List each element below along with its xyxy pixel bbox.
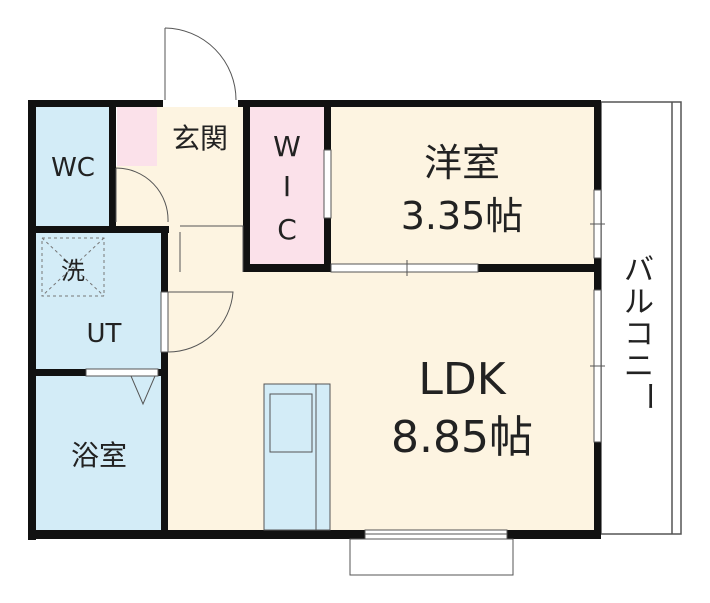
wall-top-left <box>28 100 163 107</box>
wall-wic-right <box>324 100 331 150</box>
ldk-fill-upper <box>167 226 243 272</box>
genkan-floor-fill <box>157 106 243 166</box>
label-balcony-3: コ <box>624 317 654 352</box>
label-yoshitsu-size: 3.35帖 <box>401 194 524 238</box>
label-balcony-4: ニ <box>624 349 654 384</box>
windows <box>330 189 605 540</box>
wall-ut-bath-left <box>28 369 86 376</box>
window-yoshitsu-bottom <box>330 263 479 273</box>
ut-door-swing <box>167 291 234 353</box>
washer-diag-b <box>41 237 105 297</box>
label-balcony-5: ー <box>631 381 666 411</box>
label-balcony-2: ル <box>624 285 654 320</box>
wall-ut-right-top <box>161 226 168 292</box>
wall-wc-right <box>109 100 116 233</box>
wall-wic-bottom <box>243 264 331 272</box>
bottom-bay <box>349 538 514 576</box>
wall-bottom-right <box>507 530 601 539</box>
label-yokushitsu: 浴室 <box>71 439 127 472</box>
ut-door-gap <box>160 291 169 353</box>
wall-wic-right-low <box>324 218 331 272</box>
wall-ut-bath-right <box>158 369 168 376</box>
wall-wic-left <box>243 100 250 272</box>
label-genkan: 玄関 <box>172 122 228 155</box>
label-ldk-name: LDK <box>418 354 506 405</box>
label-wic-c: C <box>277 213 297 246</box>
bath-door-fold <box>130 375 156 406</box>
label-wic-w: W <box>273 130 301 163</box>
wall-ut-right-bottom <box>161 352 168 536</box>
entrance-gap <box>163 100 238 107</box>
wic-fill <box>250 106 324 264</box>
wall-left <box>28 100 36 540</box>
wall-bottom-left <box>28 530 365 539</box>
doors <box>85 27 332 406</box>
ut-fill <box>36 233 162 370</box>
label-balcony: バ ル コ ニ ー <box>624 253 666 411</box>
wall-right-bottom <box>594 442 601 539</box>
label-yoshitsu-name: 洋室 <box>424 141 500 185</box>
wall-wc-bottom <box>28 226 169 233</box>
wc-door-swing <box>115 167 169 223</box>
wall-right-mid <box>594 258 601 290</box>
label-balcony-1: バ <box>624 253 654 288</box>
label-wc: WC <box>51 153 95 183</box>
label-wic-i: I <box>283 170 291 203</box>
bath-door-gap <box>85 368 159 377</box>
genkan-tile-fill <box>117 106 157 166</box>
wall-yoshitsu-bottom-right <box>478 264 601 272</box>
entrance-door-swing <box>164 27 237 101</box>
walls <box>28 100 601 540</box>
wic-door <box>323 149 332 219</box>
hall-fill <box>109 166 243 226</box>
wall-right-top <box>594 100 601 190</box>
label-ldk-size: 8.85帖 <box>391 412 533 463</box>
label-sentaku: 洗 <box>61 257 85 285</box>
wc-fill <box>36 106 109 226</box>
wall-top-right <box>238 100 601 107</box>
hall-door <box>180 225 244 272</box>
label-ut: UT <box>87 319 122 349</box>
washer-pad <box>41 237 105 297</box>
kitchen-counter <box>263 383 331 531</box>
kitchen-sink <box>269 393 313 453</box>
ldk-fill <box>167 270 594 530</box>
yoshitsu-fill <box>331 106 594 264</box>
balcony <box>600 101 682 535</box>
bath-fill <box>36 375 162 530</box>
